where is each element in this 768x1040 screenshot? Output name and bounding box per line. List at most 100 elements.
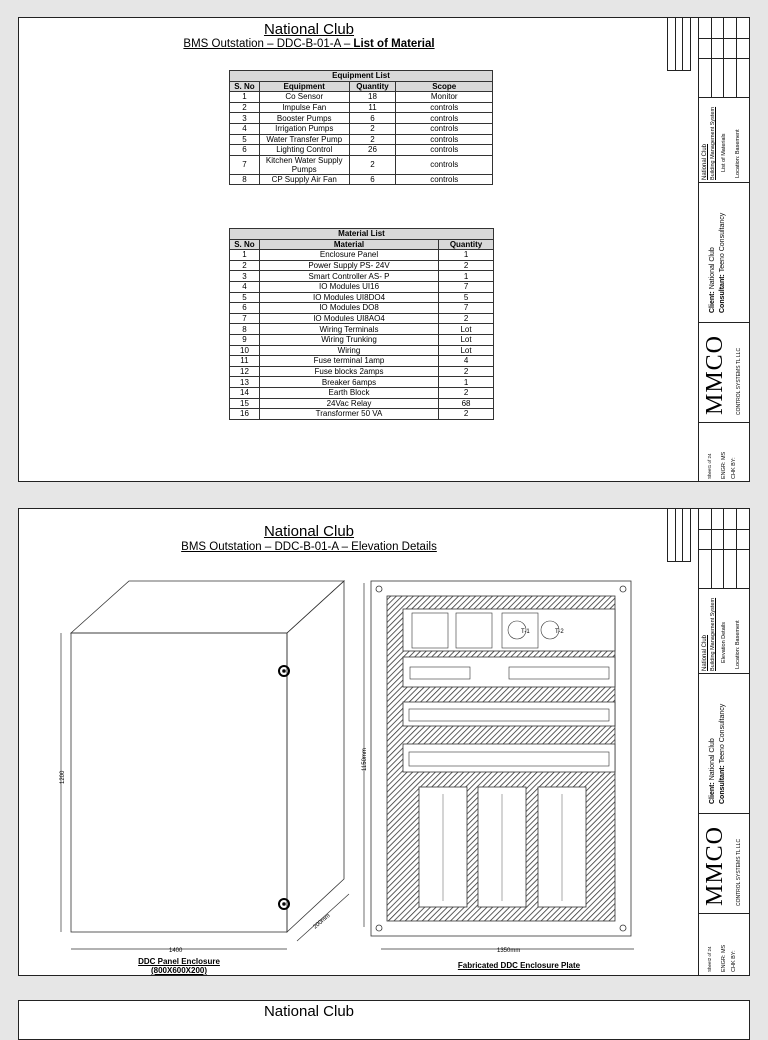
table-cell: 6	[229, 302, 260, 314]
dim-plate-width: 1350mm	[497, 948, 520, 954]
table-cell: controls	[395, 112, 493, 124]
caption-enclosure: DDC Panel Enclosure (800X600X200)	[138, 957, 220, 975]
column-header: Scope	[395, 80, 493, 93]
sheet-title: National Club	[263, 21, 355, 38]
elevation-drawing: T-1 T-2 1400 1200 200mm 1150mm 1350mm	[60, 580, 634, 954]
plate-components	[408, 612, 610, 767]
table-cell: 10	[229, 344, 260, 357]
project-box: National Club Building Management System…	[699, 98, 749, 183]
table-cell: 11	[229, 355, 260, 367]
revision-box	[699, 18, 749, 98]
tb2-chk: CHK BY:	[731, 950, 737, 972]
table-cell: 9	[229, 333, 260, 346]
table-cell: 26	[348, 144, 397, 156]
table-cell: Co Sensor	[258, 91, 350, 103]
table-cell: Impulse Fan	[258, 101, 350, 114]
logo-box: MMCO CONTROL SYSTEMS TL LLC	[699, 323, 749, 423]
tb-project: National Club	[702, 143, 708, 180]
column-header: Quantity	[438, 238, 494, 251]
table-cell: 14	[229, 386, 260, 399]
table-cell: 24Vac Relay	[258, 397, 440, 410]
table-cell: 7	[229, 154, 260, 175]
table-cell: 8	[229, 173, 260, 186]
tb2-company: CONTROL SYSTEMS TL LLC	[736, 838, 742, 906]
table-cell: Lot	[438, 344, 494, 357]
tb-sheet: Sheet1 of 24	[707, 453, 712, 479]
table-cell: Irrigation Pumps	[258, 122, 350, 135]
t2-label: T-2	[555, 629, 564, 635]
table-cell: Wiring	[258, 344, 440, 357]
equipment-list-caption: Equipment List	[229, 70, 493, 82]
mmco-logo-2: MMCO	[702, 825, 728, 906]
dim-depth: 200mm	[312, 913, 331, 930]
table-cell: 2	[348, 133, 397, 146]
table-cell: Breaker 6amps	[258, 376, 440, 388]
table-cell: IO Modules DO8	[258, 302, 440, 314]
table-cell: 1	[438, 376, 494, 388]
title-block-2: National Club Building Management System…	[698, 509, 749, 975]
table-cell: Power Supply PS- 24V	[258, 259, 440, 272]
table-cell: Monitor	[395, 91, 493, 103]
tb-consultant-line: Consultant: Teeno Consultancy	[719, 212, 726, 313]
tb2-sheet: Sheet2 of 24	[707, 946, 712, 972]
table-cell: controls	[395, 101, 493, 114]
table-cell: controls	[395, 154, 493, 175]
title-block: National Club Building Management System…	[698, 18, 749, 481]
column-header: S. No	[229, 80, 260, 93]
table-cell: 7	[438, 280, 494, 293]
table-cell: 6	[348, 173, 397, 186]
revision-box-2	[699, 509, 749, 589]
tb2-drawing: Elevation Details	[721, 622, 727, 663]
table-cell: 7	[229, 312, 260, 325]
table-cell: Wiring Terminals	[258, 323, 440, 335]
sheet2-title: National Club	[263, 523, 355, 540]
table-cell: 15	[229, 397, 260, 410]
table-cell: 4	[229, 122, 260, 135]
mmco-logo: MMCO	[702, 334, 728, 415]
table-cell: 2	[438, 365, 494, 378]
table-cell: Lot	[438, 333, 494, 346]
table-cell: 13	[229, 376, 260, 388]
column-header: Equipment	[258, 80, 350, 93]
tb-engr: ENGR: MS	[721, 451, 727, 479]
sheet2-subtitle: BMS Outstation – DDC-B-01-A – Elevation …	[181, 541, 437, 553]
table-cell: 1	[229, 91, 260, 103]
table-cell: 2	[229, 259, 260, 272]
table-cell: IO Modules UI8AO4	[258, 312, 440, 325]
table-cell: Earth Block	[258, 386, 440, 399]
table-cell: controls	[395, 144, 493, 156]
sheet3-title: National Club	[263, 1003, 355, 1020]
dim-plate-height: 1150mm	[362, 748, 368, 771]
client-box-2: Client: National Club Consultant: Teeno …	[699, 674, 749, 814]
column-header: Material	[258, 238, 440, 251]
table-cell: IO Modules UI8DO4	[258, 291, 440, 304]
table-cell: 16	[229, 408, 260, 420]
sheet-partial: National Club	[18, 1000, 750, 1040]
table-cell: 1	[438, 270, 494, 282]
table-cell: 4	[438, 355, 494, 367]
client-box: Client: National Club Consultant: Teeno …	[699, 183, 749, 323]
terminal-strips	[442, 794, 563, 901]
table-cell: 3	[229, 270, 260, 282]
table-cell: 68	[438, 397, 494, 410]
table-cell: Lighting Control	[258, 144, 350, 156]
table-cell: 2	[438, 408, 494, 420]
